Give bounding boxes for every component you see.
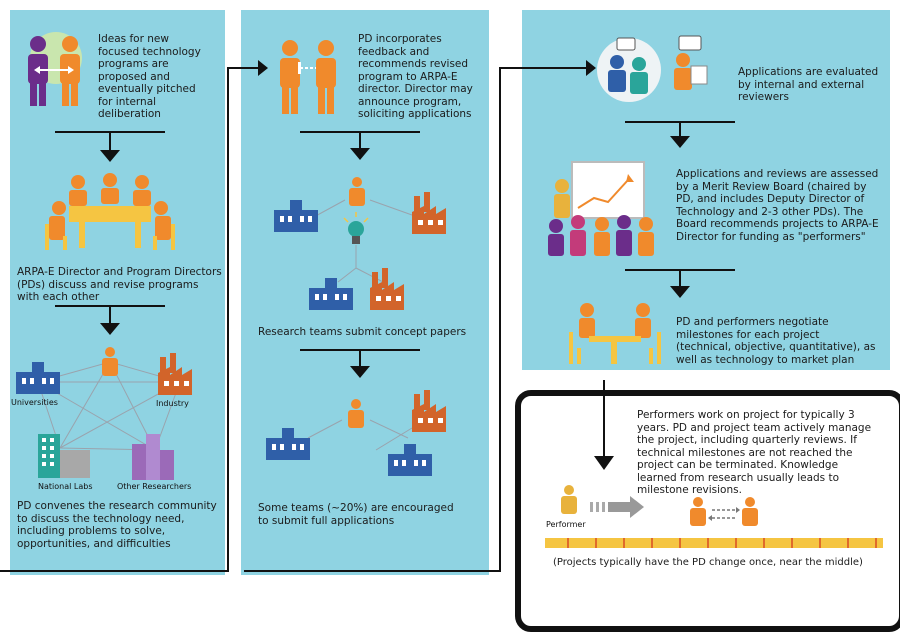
- down-arrow-4: [350, 366, 370, 378]
- other-researchers-label: Other Researchers: [117, 482, 192, 491]
- industry-label: Industry: [156, 399, 189, 408]
- other-researchers-icon: [132, 434, 174, 480]
- down-arrow-1: [100, 150, 120, 162]
- performer-icon: [561, 485, 577, 514]
- arrow-head-into-col2: [258, 60, 268, 76]
- down-arrow-7: [594, 456, 614, 470]
- factory-icon: [370, 268, 404, 310]
- reviewers-icon: [597, 35, 708, 102]
- down-arrow-6: [670, 286, 690, 298]
- concept-papers-text: Research teams submit concept papers: [258, 326, 467, 338]
- factory-icon: [412, 192, 446, 234]
- university-icon: [266, 428, 310, 460]
- director-text: ARPA-E Director and Program Directors (P…: [17, 266, 222, 303]
- program-director-icon: [349, 177, 365, 206]
- ideas-text: Ideas for new focused technology program…: [98, 33, 201, 120]
- national-labs-label: National Labs: [38, 482, 93, 491]
- full-applications-text: Some teams (~20%) are encouraged to subm…: [258, 502, 454, 527]
- progress-arrow-icon: [590, 496, 644, 518]
- national-labs-icon: [38, 434, 90, 478]
- flow-line-1-to-2: [0, 67, 258, 572]
- universities-label: Universities: [11, 398, 58, 407]
- university-icon: [388, 444, 432, 476]
- program-director-icon: [348, 399, 364, 428]
- flow-lines: [0, 60, 735, 572]
- evaluated-text: Applications are evaluated by internal a…: [738, 66, 879, 103]
- arrow-head-into-col3: [586, 60, 596, 76]
- pd-handoff-icon: [690, 497, 758, 526]
- performers-work-text: Performers work on project for typically…: [637, 409, 872, 496]
- lightbulb-icon: [343, 212, 369, 244]
- merit-review-text: Applications and reviews are assessed by…: [676, 168, 879, 243]
- university-icon: [16, 362, 60, 394]
- down-arrow-5: [670, 136, 690, 148]
- university-icon: [309, 278, 353, 310]
- incorporates-text: PD incorporates feedback and recommends …: [358, 33, 473, 120]
- researcher-hub-icon: [102, 347, 118, 376]
- flow-line-2-to-3: [244, 67, 586, 572]
- factory-icon: [158, 353, 192, 395]
- factory-icon: [412, 390, 446, 432]
- timeline-bar: [545, 538, 883, 548]
- negotiation-table-icon: [569, 303, 661, 364]
- down-arrow-2: [100, 323, 120, 335]
- convene-text: PD convenes the research community to di…: [17, 500, 217, 550]
- merit-review-board-icon: [548, 161, 654, 256]
- meeting-table-icon: [45, 173, 175, 250]
- negotiate-text: PD and performers negotiate milestones f…: [676, 316, 876, 366]
- pd-change-note: (Projects typically have the PD change o…: [553, 557, 863, 568]
- performer-label: Performer: [546, 520, 586, 529]
- two-people-exchange-icon: [28, 32, 82, 106]
- feedback-exchange-icon: [280, 40, 336, 114]
- university-icon: [274, 200, 318, 232]
- down-arrow-3: [350, 148, 370, 160]
